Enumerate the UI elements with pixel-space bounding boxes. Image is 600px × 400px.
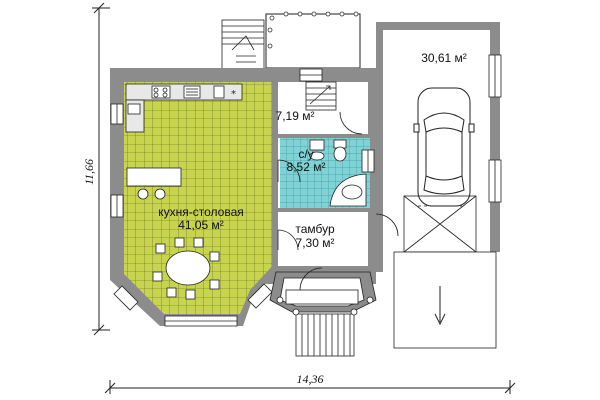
- vestibule-area-label: 7,30 м²: [296, 236, 335, 250]
- car-icon: [413, 87, 475, 207]
- top-porch: [265, 11, 361, 69]
- hall-stairs: [305, 81, 337, 111]
- bathroom-fixtures: [309, 139, 367, 207]
- kitchen-name-label: кухня-столовая: [158, 205, 244, 219]
- interior-doors: [277, 111, 399, 251]
- front-porch: [269, 267, 377, 313]
- svg-text:*: *: [231, 89, 236, 100]
- vestibule-name-label: тамбур: [295, 222, 335, 236]
- porch-columns: [276, 296, 374, 316]
- front-steps: [295, 313, 355, 357]
- hall-area-label: 7,19 м²: [276, 109, 315, 123]
- bar-counter: [126, 167, 182, 200]
- width-dimension-line: [104, 380, 516, 394]
- driveway: [393, 251, 497, 349]
- width-dimension-label: 14,36: [297, 372, 324, 386]
- kitchen-counter: *: [125, 83, 243, 133]
- entrance-stairs-top: [221, 19, 265, 73]
- windows: [110, 54, 502, 327]
- kitchen-area-label: 41,05 м²: [178, 218, 224, 232]
- height-dimension-label: 11,66: [82, 159, 96, 185]
- bathroom-name-label: с/у: [298, 147, 313, 161]
- dining-table: [152, 237, 220, 300]
- bathroom-area-label: 8,52 м²: [287, 160, 326, 174]
- garage-area-label: 30,61 м²: [421, 51, 467, 65]
- height-dimension-line: [92, 2, 110, 336]
